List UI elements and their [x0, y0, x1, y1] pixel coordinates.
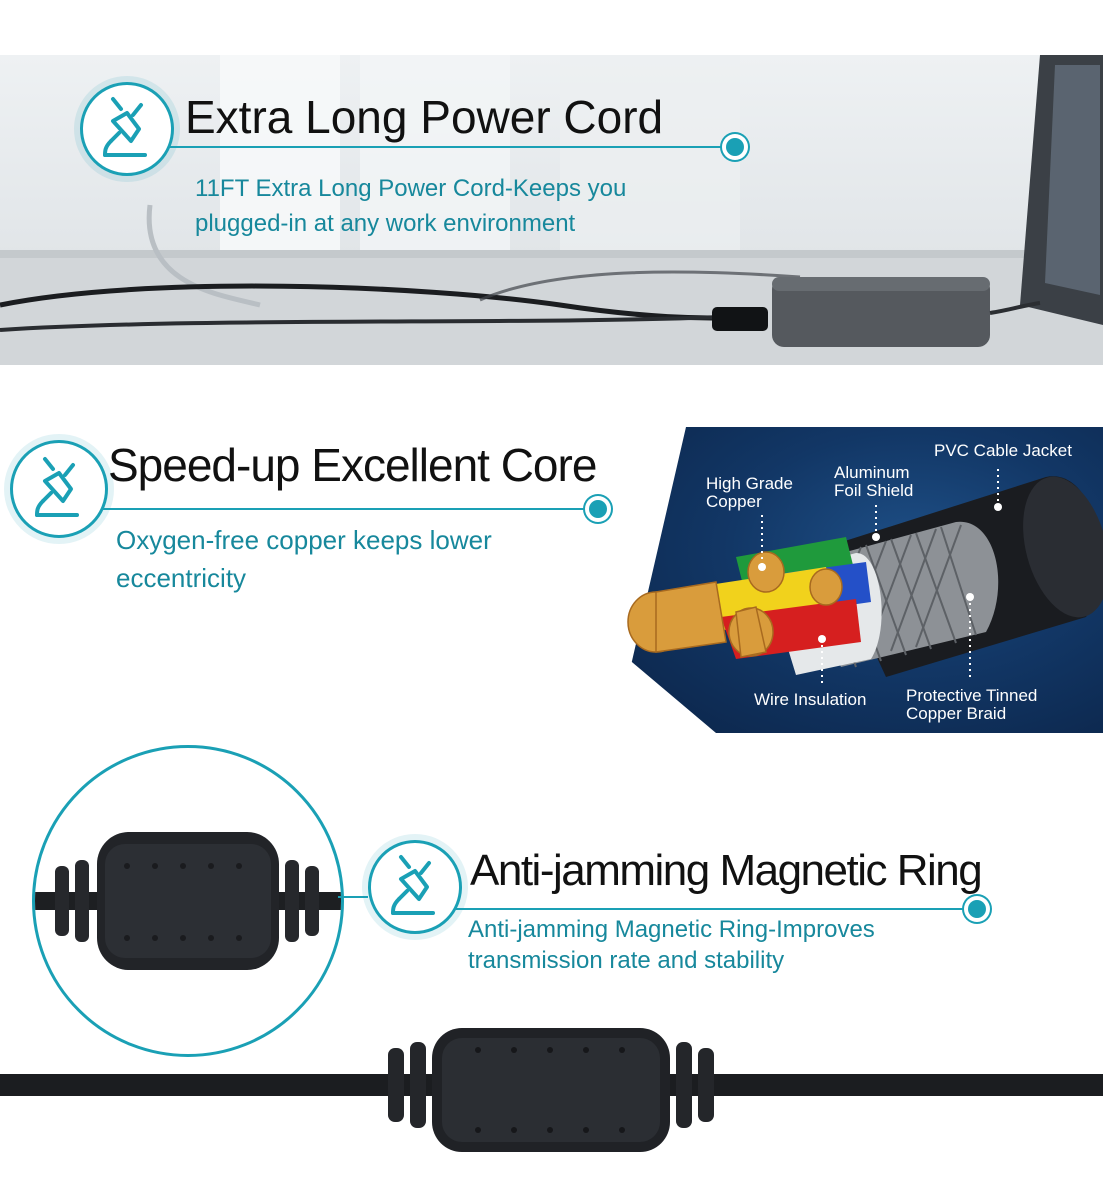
label-wire-insulation: Wire Insulation: [754, 690, 867, 709]
feature-description: Anti-jamming Magnetic Ring-Improves tran…: [468, 914, 875, 976]
feature-bullet-dot: [589, 500, 607, 518]
feature-description-line: 11FT Extra Long Power Cord-Keeps you: [195, 175, 627, 202]
feature-description-line: eccentricity: [116, 562, 247, 593]
feature-icon-2: [10, 440, 108, 538]
feature-title-anti-jamming-magnetic-ring: Anti-jamming Magnetic Ring: [470, 846, 983, 895]
feature-description-line: Anti-jamming Magnetic Ring-Improves: [468, 916, 875, 943]
feature-title-extra-long-power-cord: Extra Long Power Cord: [185, 91, 664, 143]
label-protective-tinned-copper-braid: Protective Tinned Copper Braid: [906, 686, 1038, 723]
feature-icon-3: [368, 840, 462, 934]
feature-divider: [102, 508, 587, 510]
plug-icon: [103, 97, 147, 157]
feature-description-line: plugged-in at any work environment: [195, 209, 576, 237]
plug-icon: [391, 855, 435, 915]
label-aluminum-foil-shield: Aluminum Foil Shield: [834, 463, 914, 500]
label-pvc-cable-jacket: PVC Cable Jacket: [934, 441, 1072, 460]
feature-icon-1: [80, 82, 174, 176]
label-high-grade-copper: High Grade Copper: [706, 474, 793, 511]
magnetic-ring-cable-photo: [0, 1018, 1103, 1193]
zoom-connector-line: [338, 896, 368, 898]
feature-title-speed-up-excellent-core: Speed-up Excellent Core: [108, 439, 597, 491]
feature-bullet-dot: [726, 138, 744, 156]
plug-icon: [35, 457, 79, 517]
magnetic-ring-closeup: [32, 745, 344, 1057]
power-cord-photo: [0, 55, 1103, 365]
feature-description: Oxygen-free copper keeps lower eccentric…: [116, 522, 492, 597]
feature-divider: [456, 908, 966, 910]
feature-description-line: Oxygen-free copper keeps lower: [116, 525, 492, 555]
feature-bullet-dot: [968, 900, 986, 918]
feature-divider: [168, 146, 723, 148]
feature-description: 11FT Extra Long Power Cord-Keeps you plu…: [195, 172, 626, 242]
feature-description-line: transmission rate and stability: [468, 947, 785, 975]
cable-cross-section-diagram: PVC Cable Jacket Aluminum Foil Shield Hi…: [626, 427, 1103, 733]
